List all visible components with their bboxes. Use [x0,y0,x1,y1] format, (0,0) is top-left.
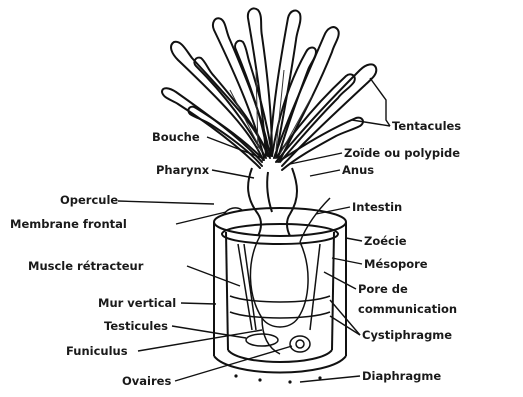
internal-organs [224,198,330,354]
label-opercule: Opercule [60,193,118,207]
label-pharynx: Pharynx [156,163,210,177]
label-intestin: Intestin [352,200,402,214]
label-zoecie: Zoécie [364,234,407,248]
label-cystiphragme: Cystiphragme [362,328,452,342]
label-tentacules: Tentacules [392,119,461,133]
label-mur-vertical: Mur vertical [98,296,176,310]
label-pore-line2: communication [358,302,457,316]
diaphragm-dots [234,374,321,383]
label-bouche: Bouche [152,130,200,144]
label-membrane-frontal: Membrane frontal [10,217,127,231]
label-zoide: Zoïde ou polypide [344,146,460,160]
label-diaphragme: Diaphragme [362,369,441,383]
label-funiculus: Funiculus [66,344,128,358]
label-ovaires: Ovaires [122,374,171,388]
zoecium [214,208,346,373]
label-muscle-retracteur: Muscle rétracteur [28,259,144,273]
label-mesopore: Mésopore [364,257,428,271]
labels: Tentacules Bouche Zoïde ou polypide Phar… [10,119,461,388]
label-testicules: Testicules [104,319,168,333]
label-anus: Anus [342,163,374,177]
label-pore-line1: Pore de [358,282,408,296]
